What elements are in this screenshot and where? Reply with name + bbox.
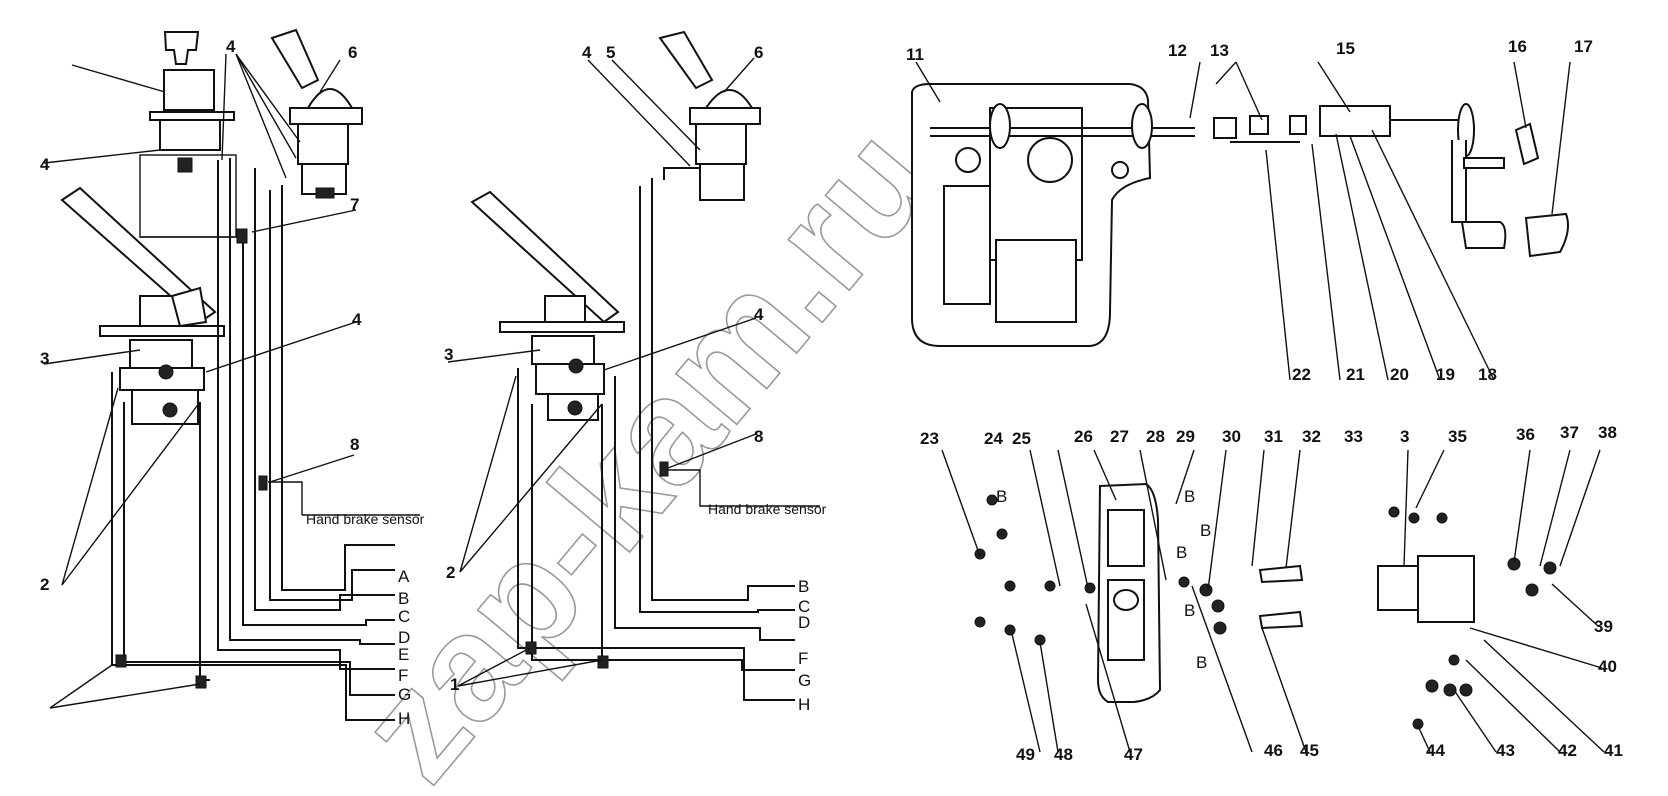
connector-G: G <box>398 685 411 704</box>
callout-1: 1 <box>450 675 459 694</box>
callout-2-mid: 2 <box>446 563 455 582</box>
connector-B-mid: B <box>798 577 809 596</box>
callout-16: 16 <box>1508 37 1527 56</box>
callout-48: 48 <box>1054 745 1073 764</box>
connector-F-mid: F <box>798 649 808 668</box>
callout-32: 32 <box>1302 427 1321 446</box>
parking-valve-assembly <box>139 31 237 238</box>
callout-45: 45 <box>1300 741 1319 760</box>
callout-26: 26 <box>1074 427 1093 446</box>
left-leaders <box>43 53 357 709</box>
foot-brake-valve-assembly-mid <box>470 190 625 421</box>
callout-39: 39 <box>1594 617 1613 636</box>
middle-hydraulic-diagram: 4 5 6 4 3 8 2 1 Hand brake sensor B C D … <box>444 30 827 714</box>
callout-25: 25 <box>1012 429 1031 448</box>
connector-F: F <box>398 666 408 685</box>
callout-3: 3 <box>40 349 49 368</box>
callout-27: 27 <box>1110 427 1129 446</box>
callout-33: 33 <box>1344 427 1363 446</box>
part-mark-b3: B <box>1176 543 1187 562</box>
callout-7: 7 <box>350 195 359 214</box>
callout-6: 6 <box>348 43 357 62</box>
callout-38: 38 <box>1598 423 1617 442</box>
callout-35: 35 <box>1448 427 1467 446</box>
callout-22: 22 <box>1292 365 1311 384</box>
middle-leaders <box>447 57 757 687</box>
callout-23: 23 <box>920 429 939 448</box>
callout-4-top: 4 <box>226 37 236 56</box>
hand-brake-sensor-label-mid: Hand brake sensor <box>708 501 827 517</box>
connector-B: B <box>398 589 409 608</box>
pedal-assembly-exploded: 11 12 13 15 16 17 22 21 20 19 18 <box>906 37 1593 384</box>
callout-15: 15 <box>1336 39 1355 58</box>
part-mark-b6: B <box>1196 653 1207 672</box>
callout-44: 44 <box>1426 741 1445 760</box>
callout-41: 41 <box>1604 741 1623 760</box>
watermark: zap-kam.ru <box>326 96 964 796</box>
bottom-leaders <box>941 449 1605 753</box>
hand-valve-assembly <box>270 28 363 199</box>
callout-3-mid: 3 <box>444 345 453 364</box>
top-leaders <box>915 61 1571 381</box>
callout-6-mid: 6 <box>754 43 763 62</box>
callout-20: 20 <box>1390 365 1409 384</box>
callout-17: 17 <box>1574 37 1593 56</box>
part-mark-b1: B <box>1184 487 1195 506</box>
hand-valve-assembly-mid <box>658 30 761 201</box>
part-mark-b5: B <box>1184 601 1195 620</box>
callout-40: 40 <box>1598 657 1617 676</box>
part-mark-b4: B <box>996 487 1007 506</box>
connector-C: C <box>398 607 410 626</box>
left-brake-lines <box>111 158 420 721</box>
middle-brake-lines <box>517 167 820 701</box>
connector-A: A <box>398 567 410 586</box>
callout-18: 18 <box>1478 365 1497 384</box>
callout-49: 49 <box>1016 745 1035 764</box>
connector-H: H <box>398 709 410 728</box>
callout-12: 12 <box>1168 41 1187 60</box>
callout-4-top-mid: 4 <box>582 43 592 62</box>
callout-4-mid-low: 4 <box>754 305 764 324</box>
callout-19: 19 <box>1436 365 1455 384</box>
part-mark-b2: B <box>1200 521 1211 540</box>
callout-4-mid: 4 <box>352 310 362 329</box>
valve-components-exploded: 23 24 25 26 27 28 29 30 31 32 33 3 35 36… <box>920 423 1623 764</box>
callout-13: 13 <box>1210 41 1229 60</box>
callout-36: 36 <box>1516 425 1535 444</box>
callout-47: 47 <box>1124 745 1143 764</box>
callout-2: 2 <box>40 575 49 594</box>
callout-4-side: 4 <box>40 155 50 174</box>
callout-28: 28 <box>1146 427 1165 446</box>
callout-21: 21 <box>1346 365 1365 384</box>
callout-46: 46 <box>1264 741 1283 760</box>
callout-5: 5 <box>606 43 615 62</box>
callout-29: 29 <box>1176 427 1195 446</box>
connector-D: D <box>398 628 410 647</box>
connector-C-mid: C <box>798 597 810 616</box>
left-hydraulic-diagram: 4 4 6 7 4 3 4 8 2 Hand brake sensor A B … <box>40 28 425 728</box>
callout-8: 8 <box>350 435 359 454</box>
connector-E: E <box>398 645 409 664</box>
connector-H-mid: H <box>798 695 810 714</box>
hand-brake-sensor-label-left: Hand brake sensor <box>306 511 425 527</box>
callout-8-mid: 8 <box>754 427 763 446</box>
callout-42: 42 <box>1558 741 1577 760</box>
callout-3-lower: 3 <box>1400 427 1409 446</box>
foot-brake-valve-assembly <box>60 186 225 425</box>
callout-31: 31 <box>1264 427 1283 446</box>
connector-D-mid: D <box>798 613 810 632</box>
callout-37: 37 <box>1560 423 1579 442</box>
callout-24: 24 <box>984 429 1003 448</box>
connector-G-mid: G <box>798 671 811 690</box>
callout-43: 43 <box>1496 741 1515 760</box>
callout-30: 30 <box>1222 427 1241 446</box>
callout-11: 11 <box>906 45 924 64</box>
